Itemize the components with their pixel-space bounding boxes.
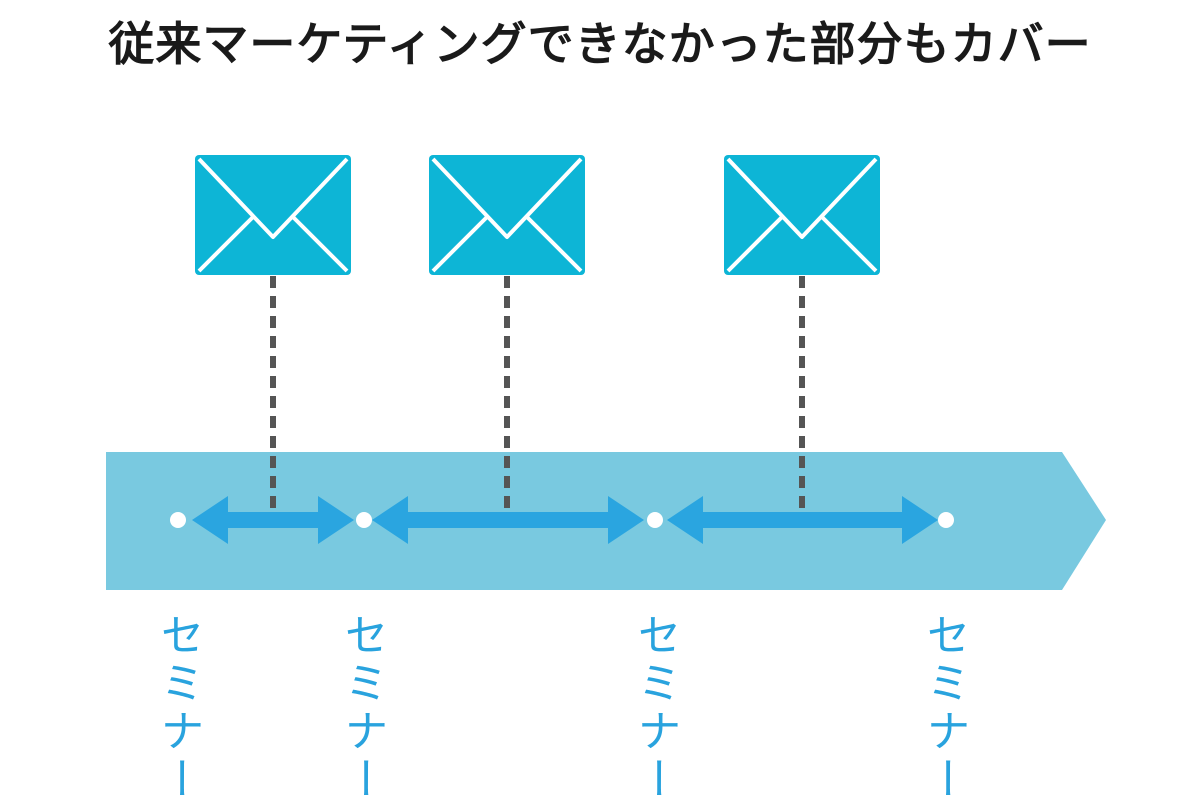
envelope-icon [193,153,353,277]
page-title: 従来マーケティングできなかった部分もカバー [108,17,1092,71]
seminar-label: セミナー [919,612,970,800]
seminar-label: セミナー [153,612,204,800]
seminar-label: セミナー [337,612,388,800]
double-arrow [372,496,644,544]
envelope-icon [427,153,587,277]
seminar-point [647,512,663,528]
seminar-point [356,512,372,528]
double-arrow [192,496,354,544]
double-arrow [667,496,938,544]
seminar-point [170,512,186,528]
seminar-point [938,512,954,528]
envelope-icon [722,153,882,277]
seminar-label: セミナー [630,612,681,800]
